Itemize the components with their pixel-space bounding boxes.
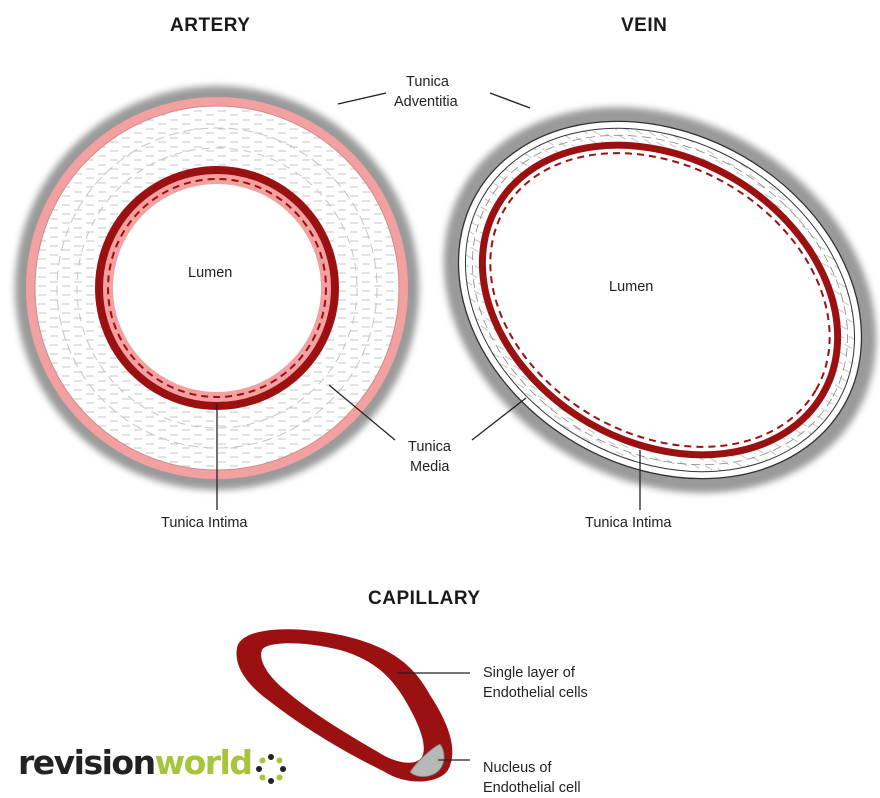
adventitia-label-line2: Adventitia <box>394 94 459 110</box>
vein-intima-label: Tunica Intima <box>585 515 672 531</box>
media-label-line1: Tunica <box>408 439 452 455</box>
endothelium-label-line1: Single layer of <box>483 665 576 681</box>
adventitia-leader-right <box>490 93 530 108</box>
adventitia-leader-left <box>338 93 386 104</box>
capillary-title: CAPILLARY <box>368 588 481 609</box>
vein-lumen-label: Lumen <box>609 279 653 295</box>
capillary-cross-section: Single layer of Endothelial cells Nucleu… <box>237 629 588 796</box>
media-label-line2: Media <box>410 459 450 475</box>
nucleus-label-line2: Endothelial cell <box>483 780 581 796</box>
nucleus-label-line1: Nucleus of <box>483 760 552 776</box>
artery-title: ARTERY <box>170 15 250 36</box>
vein-title: VEIN <box>621 15 667 36</box>
artery-intima-label: Tunica Intima <box>161 515 248 531</box>
adventitia-label-line1: Tunica <box>406 74 450 90</box>
media-leader-right <box>472 398 526 440</box>
artery-cross-section: Lumen Tunica Intima <box>15 86 419 531</box>
revisionworld-logo[interactable]: revisionworld <box>18 746 251 779</box>
logo-text-world: world <box>155 743 252 782</box>
adventitia-annotation: Tunica Adventitia <box>338 74 530 110</box>
endothelium-label-line2: Endothelial cells <box>483 685 588 701</box>
artery-lumen-label: Lumen <box>188 265 232 281</box>
artery-lumen <box>113 184 321 392</box>
logo-text-revision: revision <box>18 743 155 782</box>
logo-dot-ring-icon <box>255 753 287 785</box>
vein-cross-section <box>373 31 880 570</box>
